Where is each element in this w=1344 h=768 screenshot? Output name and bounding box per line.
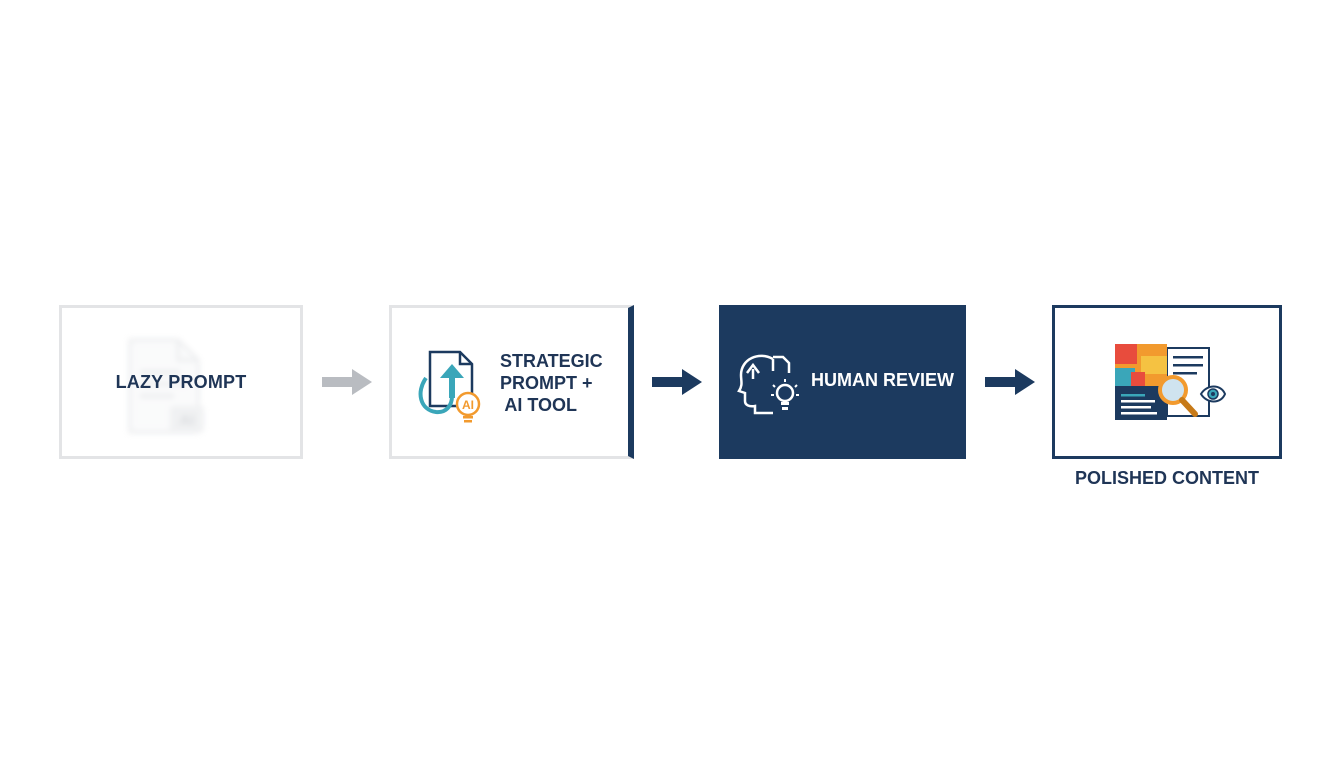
arrow-right-icon	[985, 369, 1035, 395]
document-ai-icon: AI	[128, 338, 204, 434]
ai-badge: AI	[462, 398, 474, 412]
step-human-review: HUMAN REVIEW	[719, 305, 966, 459]
step-strategic-prompt: AI STRATEGIC PROMPT + AI TOOL	[389, 305, 634, 459]
step-human-label: HUMAN REVIEW	[811, 370, 954, 390]
step-strategic-label: STRATEGIC PROMPT + AI TOOL	[500, 351, 603, 415]
ghost-ai-badge: AI	[180, 412, 195, 429]
arrow-right-icon	[322, 369, 372, 395]
content-magnifier-eye-icon	[1115, 344, 1227, 420]
step-lazy-prompt: AI LAZY PROMPT	[59, 305, 303, 459]
arrow-right-icon	[652, 369, 702, 395]
step-polished-content	[1052, 305, 1282, 459]
document-upload-ai-icon: AI	[418, 350, 481, 423]
head-lightbulb-icon	[737, 354, 799, 415]
step-lazy-label: LAZY PROMPT	[115, 372, 247, 392]
step-polished-label: POLISHED CONTENT	[1074, 468, 1259, 488]
